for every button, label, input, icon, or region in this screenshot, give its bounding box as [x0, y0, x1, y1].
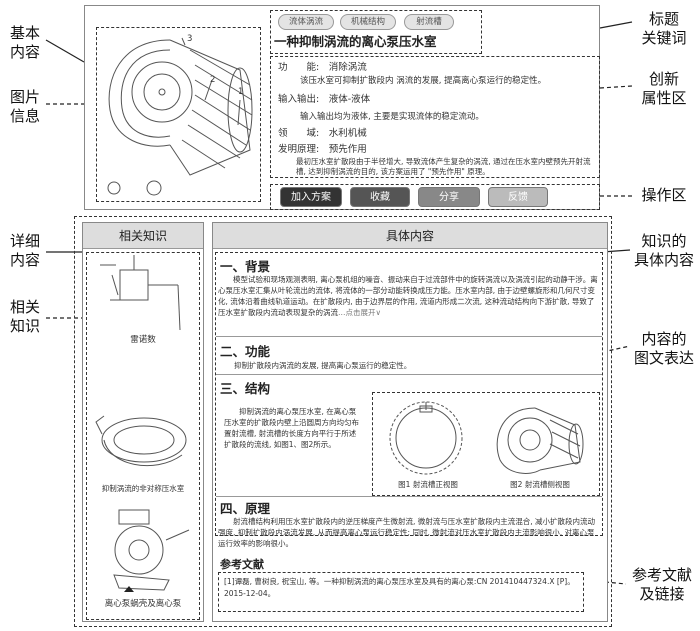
pump-casing-sketch	[113, 509, 190, 592]
attr-row-io: 输入输出: 液体-液体 输入输出均为液体, 主要是实现流体的稳定流动。	[278, 92, 596, 124]
expand-link[interactable]: …点击展开∨	[338, 308, 381, 317]
attr-row-field: 领 域: 水利机械	[278, 126, 596, 141]
operation-area-box	[270, 184, 600, 210]
attr-value: 水利机械	[328, 128, 367, 139]
attr-label: 功 能:	[278, 62, 320, 73]
related-knowledge-box	[86, 252, 200, 620]
drawing-number-3: 3	[187, 34, 193, 44]
sidebar-item[interactable]: 抑制涡流的非对称压水室	[101, 484, 185, 493]
annotation-innovation-attrs: 创新 属性区	[641, 70, 687, 107]
section-body: 模型试验和现场观测表明, 离心泵机组的噪音、振动来自于过流部件中的旋转涡流以及涡…	[218, 274, 600, 318]
section-divider	[216, 336, 602, 337]
annotation-content-graphic: 内容的 图文表达	[633, 330, 694, 367]
section-divider	[216, 374, 602, 375]
figure-front-view	[389, 401, 463, 475]
section-text: 抑制扩散段内涡流的发展, 提高离心泵运行的稳定性。	[234, 361, 412, 370]
section-title: 四、原理	[220, 501, 271, 516]
figure-caption-2: 图2 射流槽侧视图	[510, 480, 570, 489]
attr-value: 液体-液体	[328, 94, 371, 105]
related-sidebar	[82, 222, 204, 622]
annotation-basic-content: 基本 内容	[9, 24, 40, 61]
annotation-related-knowledge: 相关 知识	[9, 298, 40, 335]
reynolds-sketch	[100, 255, 181, 331]
sidebar-item[interactable]: 雷诺数	[130, 335, 156, 345]
add-to-plan-button[interactable]: 加入方案	[280, 187, 342, 207]
annotation-references-links: 参考文献 及链接	[631, 566, 692, 603]
image-info-box	[96, 27, 261, 202]
attr-desc: 输入输出均为液体, 主要是实现流体的稳定流动。	[300, 112, 484, 122]
drawing-number-2: 2	[210, 75, 216, 85]
section-title: 一、背景	[220, 259, 271, 274]
card-title: 一种抑制涡流的离心泵压水室	[274, 34, 437, 49]
detail-box	[74, 216, 612, 627]
keyword-tag[interactable]: 射流槽	[404, 14, 454, 30]
title-keywords-box	[270, 10, 482, 54]
favorite-button[interactable]: 收藏	[350, 187, 410, 207]
section-text: 抑制涡流的离心泵压水室, 在离心泵压水室的扩散段内壁上沿圆周方向均匀布置射流槽,…	[224, 407, 359, 449]
annotation-image-info: 图片 信息	[9, 88, 40, 125]
annotation-title-keywords: 标题 关键词	[641, 10, 687, 47]
main-header: 具体内容	[213, 223, 607, 249]
figure-side-view	[496, 407, 584, 474]
pump-drawing	[107, 37, 253, 196]
attr-desc: 最初压水室扩散段由于半径增大, 导致流体产生复杂的涡流, 通过在压水室内壁预先开…	[296, 157, 591, 176]
reference-link[interactable]: [1]谭磊, 曹树良, 祝宝山, 等。一种抑制涡流的离心泵压水室及具有的离心泵:…	[224, 577, 575, 598]
attr-value: 消除涡流	[328, 62, 367, 73]
keyword-tag[interactable]: 机械结构	[340, 14, 396, 30]
section-title: 三、结构	[220, 381, 271, 396]
feedback-button[interactable]: 反馈	[488, 187, 548, 207]
attr-row-function: 功 能: 消除涡流 该压水室可抑制扩散段内 涡流的发展, 提高离心泵运行的稳定性…	[278, 60, 596, 88]
asymmetric-volute-sketch	[95, 415, 187, 467]
section-text: 射流槽结构利用压水室扩散段内的逆压梯度产生微射流, 微射流与压水室扩散段内主流混…	[218, 517, 596, 548]
content-graphic-box	[372, 392, 600, 496]
attr-value: 预先作用	[328, 144, 367, 155]
sidebar-item[interactable]: 离心泵蜗壳及离心泵	[104, 599, 182, 609]
share-button[interactable]: 分享	[418, 187, 480, 207]
annotation-knowledge-content: 知识的 具体内容	[633, 232, 694, 269]
section-text: 模型试验和现场观测表明, 离心泵机组的噪音、振动来自于过流部件中的旋转涡流以及涡…	[218, 275, 598, 317]
section-title: 二、功能	[220, 344, 271, 359]
keyword-tag[interactable]: 流体涡流	[278, 14, 334, 30]
section-divider	[216, 496, 602, 497]
annotation-detail-content: 详细 内容	[9, 232, 40, 269]
sidebar-header: 相关知识	[83, 223, 203, 249]
attr-label: 领 域:	[278, 128, 320, 139]
attr-label: 输入输出:	[278, 94, 320, 105]
knowledge-content-box	[215, 252, 603, 536]
attr-row-principle: 发明原理: 预先作用 最初压水室扩散段由于半径增大, 导致流体产生复杂的涡流, …	[278, 142, 596, 177]
attr-label: 发明原理:	[278, 144, 320, 155]
attr-desc: 该压水室可抑制扩散段内 涡流的发展, 提高离心泵运行的稳定性。	[300, 76, 547, 86]
innovation-attrs-box	[270, 56, 600, 178]
figure-caption-1: 图1 射流槽正视图	[398, 480, 458, 489]
drawing-number-1: 1	[238, 87, 244, 97]
references-title: 参考文献	[220, 558, 264, 571]
annotation-operation-area: 操作区	[641, 186, 687, 204]
knowledge-card	[84, 5, 600, 210]
references-box	[218, 572, 584, 612]
